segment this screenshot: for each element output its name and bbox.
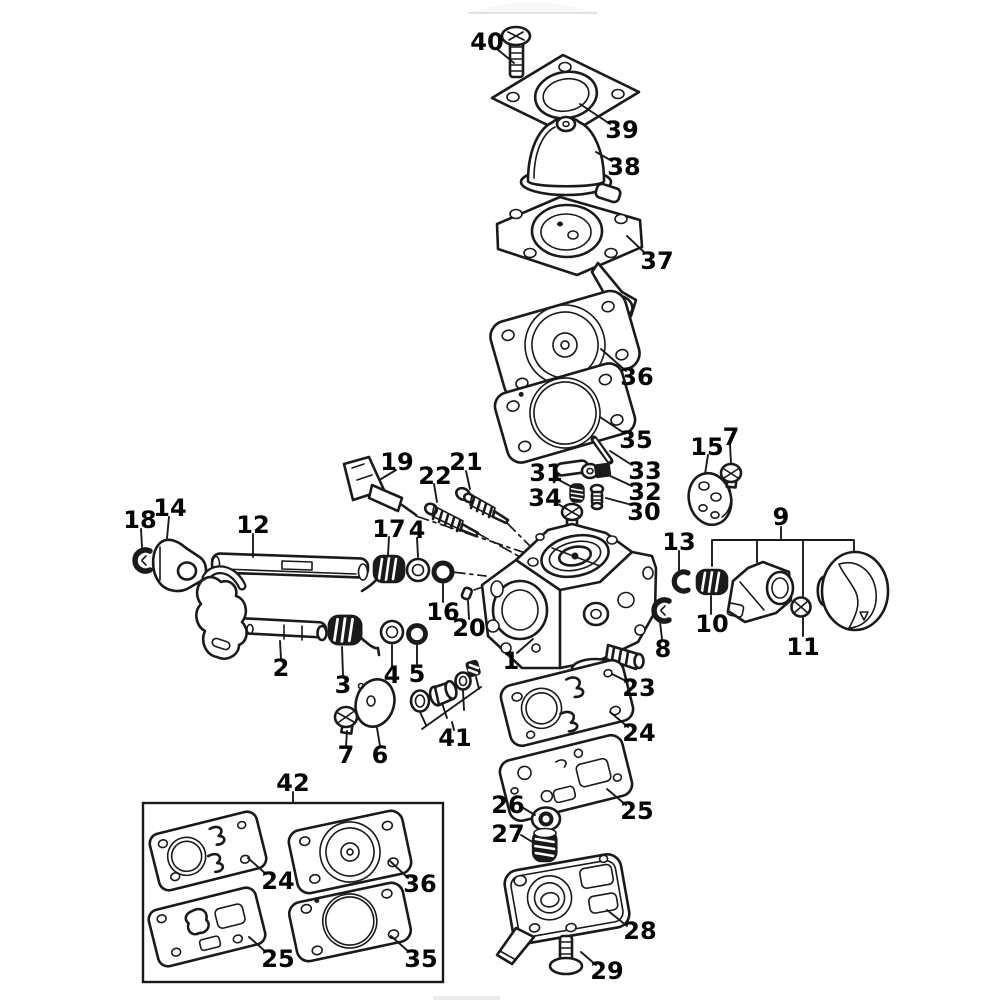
idle-screw-19 bbox=[342, 455, 418, 517]
diaphragm-25 bbox=[498, 733, 634, 823]
throttle-shaft-12 bbox=[210, 552, 370, 581]
e-clip-8 bbox=[651, 597, 672, 624]
part-label-42-43: 42 bbox=[276, 769, 309, 797]
part-label-23-33: 23 bbox=[622, 674, 655, 702]
part-label-17-20: 17 bbox=[372, 515, 405, 543]
watermark-bottom bbox=[433, 996, 500, 1000]
part-label-26-39: 26 bbox=[491, 791, 524, 819]
part-label-12-19: 12 bbox=[236, 511, 269, 539]
part-label-5-32: 5 bbox=[409, 660, 426, 688]
part-label-25-46: 25 bbox=[261, 945, 294, 973]
part-label-15-11: 15 bbox=[690, 433, 723, 461]
part-label-2-29: 2 bbox=[273, 654, 290, 682]
adjust-screw-21 bbox=[455, 486, 510, 525]
screw-7-right bbox=[719, 462, 743, 489]
part-label-38-2: 38 bbox=[607, 153, 640, 181]
part-label-30-8: 30 bbox=[627, 498, 660, 526]
part-label-6-34: 6 bbox=[372, 741, 389, 769]
part-label-39-1: 39 bbox=[605, 116, 638, 144]
part-label-21-15: 21 bbox=[449, 448, 482, 476]
washer-4-upper bbox=[405, 557, 431, 583]
bracket-lever-9 bbox=[726, 560, 795, 624]
part-label-14-18: 14 bbox=[153, 494, 186, 522]
part-label-13-16: 13 bbox=[662, 528, 695, 556]
part-label-18-17: 18 bbox=[123, 506, 156, 534]
part-label-11-27: 11 bbox=[786, 633, 819, 661]
e-clip-13 bbox=[671, 569, 691, 594]
part-label-35-5: 35 bbox=[619, 426, 652, 454]
part-label-33-6: 33 bbox=[628, 457, 661, 485]
part-label-35-47: 35 bbox=[404, 945, 437, 973]
gasket-35 bbox=[493, 362, 637, 464]
group-9-bracket bbox=[711, 526, 855, 637]
part-label-16-23: 16 bbox=[426, 598, 459, 626]
part-label-9-22: 9 bbox=[773, 503, 790, 531]
part-label-24-44: 24 bbox=[261, 867, 294, 895]
pump-housing-28 bbox=[495, 853, 631, 966]
screw-34 bbox=[560, 502, 584, 527]
pin-20 bbox=[460, 586, 473, 601]
part-label-34-10: 34 bbox=[528, 484, 561, 512]
spring-10 bbox=[695, 568, 729, 596]
part-label-4-21: 4 bbox=[409, 516, 426, 544]
kit-diaphragm-36 bbox=[287, 809, 413, 895]
kit-gasket-35 bbox=[287, 881, 413, 963]
washer-26 bbox=[530, 806, 562, 832]
choke-spring-3 bbox=[327, 614, 381, 657]
part-label-31-9: 31 bbox=[529, 459, 562, 487]
part-label-41-36: 41 bbox=[438, 724, 471, 752]
repair-kit-41 bbox=[409, 659, 482, 731]
e-clip-18 bbox=[132, 547, 153, 574]
inlet-needle-33 bbox=[590, 435, 614, 465]
part-label-7-12: 7 bbox=[723, 423, 740, 451]
carburetor-body-1 bbox=[480, 522, 658, 674]
part-label-1-28: 1 bbox=[503, 647, 520, 675]
part-label-10-25: 10 bbox=[695, 610, 728, 638]
part-label-36-4: 36 bbox=[620, 363, 653, 391]
part-label-37-3: 37 bbox=[640, 247, 673, 275]
part-label-28-41: 28 bbox=[623, 917, 656, 945]
leader-lines bbox=[140, 48, 732, 966]
part-label-25-38: 25 bbox=[620, 797, 653, 825]
screw-11 bbox=[790, 596, 812, 618]
rotary-disc-15 bbox=[687, 471, 733, 527]
cam-lever-14 bbox=[151, 538, 208, 593]
part-label-19-13: 19 bbox=[380, 448, 413, 476]
o-ring-16 bbox=[431, 560, 455, 584]
part-label-36-45: 36 bbox=[403, 870, 436, 898]
o-ring-5 bbox=[406, 623, 428, 645]
part-label-32-7: 32 bbox=[628, 478, 661, 506]
screw-7-lower bbox=[333, 705, 359, 735]
part-label-24-37: 24 bbox=[622, 719, 655, 747]
knob-9 bbox=[816, 550, 890, 632]
part-label-7-35: 7 bbox=[338, 741, 355, 769]
part-label-22-14: 22 bbox=[418, 462, 451, 490]
screw-29 bbox=[548, 934, 584, 976]
watermark-top bbox=[468, 2, 597, 14]
part-label-3-30: 3 bbox=[335, 671, 352, 699]
part-label-29-42: 29 bbox=[590, 957, 623, 985]
part-label-40-0: 40 bbox=[470, 28, 503, 56]
primer-dome-38 bbox=[519, 115, 613, 197]
valve-30 bbox=[589, 483, 605, 511]
screw-40 bbox=[500, 25, 532, 79]
part-label-20-24: 20 bbox=[452, 614, 485, 642]
kit-diaphragm-25 bbox=[147, 886, 267, 968]
pump-spring-27 bbox=[531, 827, 558, 863]
adjust-screw-22 bbox=[423, 502, 480, 538]
washer-4-lower bbox=[379, 619, 405, 645]
disc-6 bbox=[354, 678, 396, 728]
part-label-8-26: 8 bbox=[655, 635, 672, 663]
gasket-24 bbox=[499, 658, 635, 748]
gasket-plate-39 bbox=[490, 53, 641, 137]
part-label-27-40: 27 bbox=[491, 820, 524, 848]
choke-shaft-2 bbox=[195, 565, 328, 660]
throttle-spring-17 bbox=[360, 554, 406, 593]
part-label-4-31: 4 bbox=[384, 661, 401, 689]
